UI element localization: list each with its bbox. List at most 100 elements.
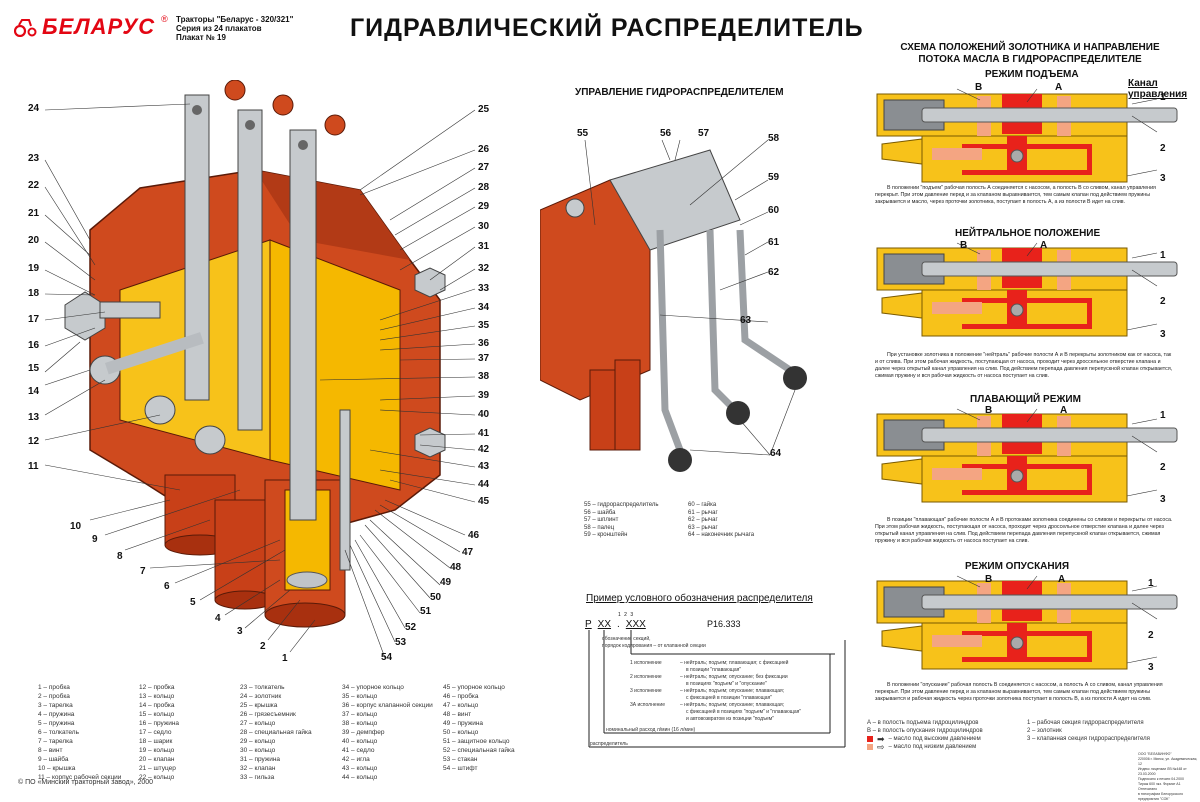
callout: 18 [28,288,40,299]
parts-list-col-3: 23 – толкатель 24 – золотник 25 – крышка… [240,683,312,782]
designation-code: Р ХХ . ХХХ [585,619,646,630]
callout: 13 [28,412,40,423]
callout-1: 1 [1160,250,1166,261]
part-item: 3 – тарелка [38,702,73,709]
part-item: 20 – клапан [139,756,175,763]
code-p: Р [585,619,592,630]
imprint-line: Индекс лицензии ЛВ №448 от 23.03.2000 [1138,767,1187,776]
callout: 63 [740,315,752,326]
callout-3: 3 [1160,173,1166,184]
callout: 41 [478,428,490,439]
variant-desc: – нейтраль; подъем; плавающая; с фиксаци… [680,660,788,674]
leader-lines [44,103,316,653]
mode-diagram-lowering [862,571,1182,676]
note-line: порядок кодирования – от клапанной секци… [602,643,706,649]
part-item: 42 – игла [342,756,370,763]
part-item: 9 – шайба [38,756,69,763]
variant-desc: – нейтраль; подъем; опускание; плавающая… [680,702,801,723]
callout: 31 [478,241,490,252]
legend-item: 3 – клапанная секция гидрораспределителя [1027,736,1150,742]
variant-desc-line: с фиксацией в позиции "плавающая" [686,695,773,701]
callout: 29 [478,201,490,212]
part-item: 27 – кольцо [240,720,276,727]
high-pressure-swatch [867,736,873,742]
callout: 11 [28,461,39,472]
callout: 16 [28,340,40,351]
callout-2: 2 [1160,143,1166,154]
mode-diagram-floating [862,404,1182,509]
parts-list-col-2: 12 – пробка 13 – кольцо 14 – пробка 15 –… [139,683,179,782]
scheme-title: СХЕМА ПОЛОЖЕНИЙ ЗОЛОТНИКА И НАПРАВЛЕНИЕ … [880,42,1180,66]
legend-item: 2 – золотник [1027,728,1062,734]
variant-desc-line: – нейтраль; подъем; плавающая; с фиксаци… [680,660,789,666]
callout: 62 [768,267,780,278]
part-item: 31 – пружина [240,756,281,763]
part-item: 44 – кольцо [342,774,378,781]
imprint-line: в типографии Белорусского [1138,792,1184,796]
callout: 30 [478,221,490,232]
callout: 38 [478,371,490,382]
variant-desc: – нейтраль; подъем; опускание; плавающая… [680,688,784,702]
callout: 28 [478,182,490,193]
control-section-title: УПРАВЛЕНИЕ ГИДРОРАСПРЕДЕЛИТЕЛЕМ [575,87,784,98]
callout: 56 [660,128,672,139]
note-line: обозначение секций, [602,636,651,642]
callout: 5 [190,597,196,608]
designation-heading: Пример условного обозначения распределит… [586,593,813,604]
series-line: Тракторы "Беларус - 320/321" [176,15,294,24]
variant-item: 1 исполнение– нейтраль; подъем; плавающа… [630,660,801,674]
part-item: 22 – кольцо [139,774,175,781]
callout: 45 [478,496,490,507]
part-item: 10 – крышка [38,765,76,772]
parts-list-col-4: 34 – упорное кольцо 35 – кольцо 36 – кор… [342,683,433,782]
part-item: 36 – корпус клапанной секции [342,702,433,709]
part-item: 46 – пробка [443,693,479,700]
part-item: 34 – упорное кольцо [342,684,404,691]
callout: 36 [478,338,490,349]
callout: 39 [478,390,490,401]
callout: 12 [28,436,40,447]
callout: 60 [768,205,780,216]
legend-item: А – в полость подъема гидроцилиндров [867,720,979,726]
part-item: 52 – специальная гайка [443,747,515,754]
callout: 33 [478,283,490,294]
scheme-legend-left: А – в полость подъема гидроцилиндров В –… [867,719,983,752]
imprint-line: ООО "БЕЛАВИНФО" [1138,752,1172,756]
parts-list-col-1: 1 – пробка 2 – пробка 3 – тарелка 4 – пр… [38,683,121,782]
variant-desc-line: – нейтраль; подъем; опускание; плавающая… [680,688,785,694]
distributor-note: распределитель [590,741,628,747]
legend-item: В – в полость опускания гидроцилиндров [867,728,983,734]
callout: 57 [698,128,710,139]
part-item: 8 – винт [38,747,63,754]
callout-2: 2 [1160,462,1166,473]
part-item: 43 – кольцо [342,765,378,772]
code-xxx: ХХХ [625,619,646,630]
variant-desc-line: в позициях "подъем" и "опускание" [686,681,767,687]
spools [184,80,346,521]
callout: 55 [577,128,589,139]
part-item: 18 – шарик [139,738,173,745]
variants-list: 1 исполнение– нейтраль; подъем; плавающа… [630,660,801,723]
callout: 40 [478,409,490,420]
part-item: 57 – шплинт [584,517,619,523]
callout: 8 [117,551,123,562]
variant-desc: – нейтраль; подъем; опускание; без фикса… [680,674,788,688]
callout: 22 [28,180,40,191]
spool-section-drawing [876,242,1178,337]
spool-section-drawing [876,408,1178,503]
tractor-icon [14,19,37,37]
callout-3: 3 [1160,329,1166,340]
part-item: 63 – рычаг [688,524,718,531]
variant-desc-line: в позиции "плавающая" [686,667,742,673]
callout: 15 [28,363,40,374]
callout-3: 3 [1148,662,1154,673]
callout: 44 [478,479,490,490]
part-item: 45 – упорное кольцо [443,684,505,691]
callout: 51 [420,606,432,617]
variant-desc-line: с фиксацией в позициях "подъем" и "плава… [686,709,802,715]
part-item: 54 – штифт [443,765,478,772]
callout: 20 [28,235,40,246]
label-a: А [1058,574,1066,585]
part-item: 29 – кольцо [240,738,276,745]
label-b: В [975,82,983,93]
